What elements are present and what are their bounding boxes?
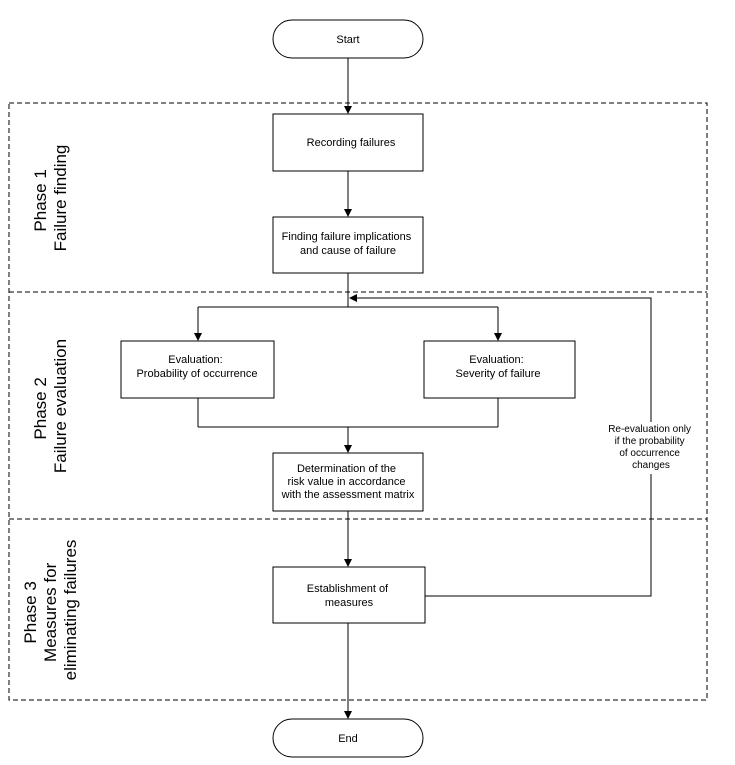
- phase-1-label: Phase 1 Failure finding: [31, 145, 70, 252]
- svg-text:Establishment of measure: Establishment of measures: [307, 583, 391, 609]
- svg-text:Recording failures: Recording failures: [307, 137, 396, 149]
- determination-node: Determination of the risk value in accor…: [272, 452, 424, 512]
- svg-text:End: End: [338, 733, 358, 745]
- feedback-note: Re-evaluation only if the probability of…: [608, 424, 694, 471]
- measures-node: Establishment of measures: [272, 566, 426, 624]
- end-node: End: [272, 718, 424, 758]
- eval-probability-node: Evaluation: Probability of occurrence: [120, 340, 275, 399]
- svg-text:Evaluation: Probability: Evaluation: Probability of occurrence: [136, 354, 257, 380]
- svg-text:Determination of the ris: Determination of the risk value in accor…: [281, 463, 415, 501]
- phase-container: [8, 102, 708, 701]
- phase-2-label: Phase 2 Failure evaluation: [31, 339, 70, 473]
- start-node: Start: [272, 19, 424, 59]
- feedback-note-background: [600, 422, 702, 474]
- eval-severity-node: Evaluation: Severity of failure: [423, 340, 576, 399]
- finding-failure-node: Finding failure implications and cause o…: [272, 216, 424, 274]
- svg-text:Start: Start: [336, 34, 359, 46]
- svg-text:Evaluation: Severity of: Evaluation: Severity of failure: [456, 354, 541, 380]
- recording-failures-node: Recording failures: [272, 113, 424, 172]
- svg-text:Finding failure implications: Finding failure implications and cause o…: [282, 231, 415, 257]
- phase-3-label: Phase 3 Measures for eliminating failure…: [21, 540, 80, 681]
